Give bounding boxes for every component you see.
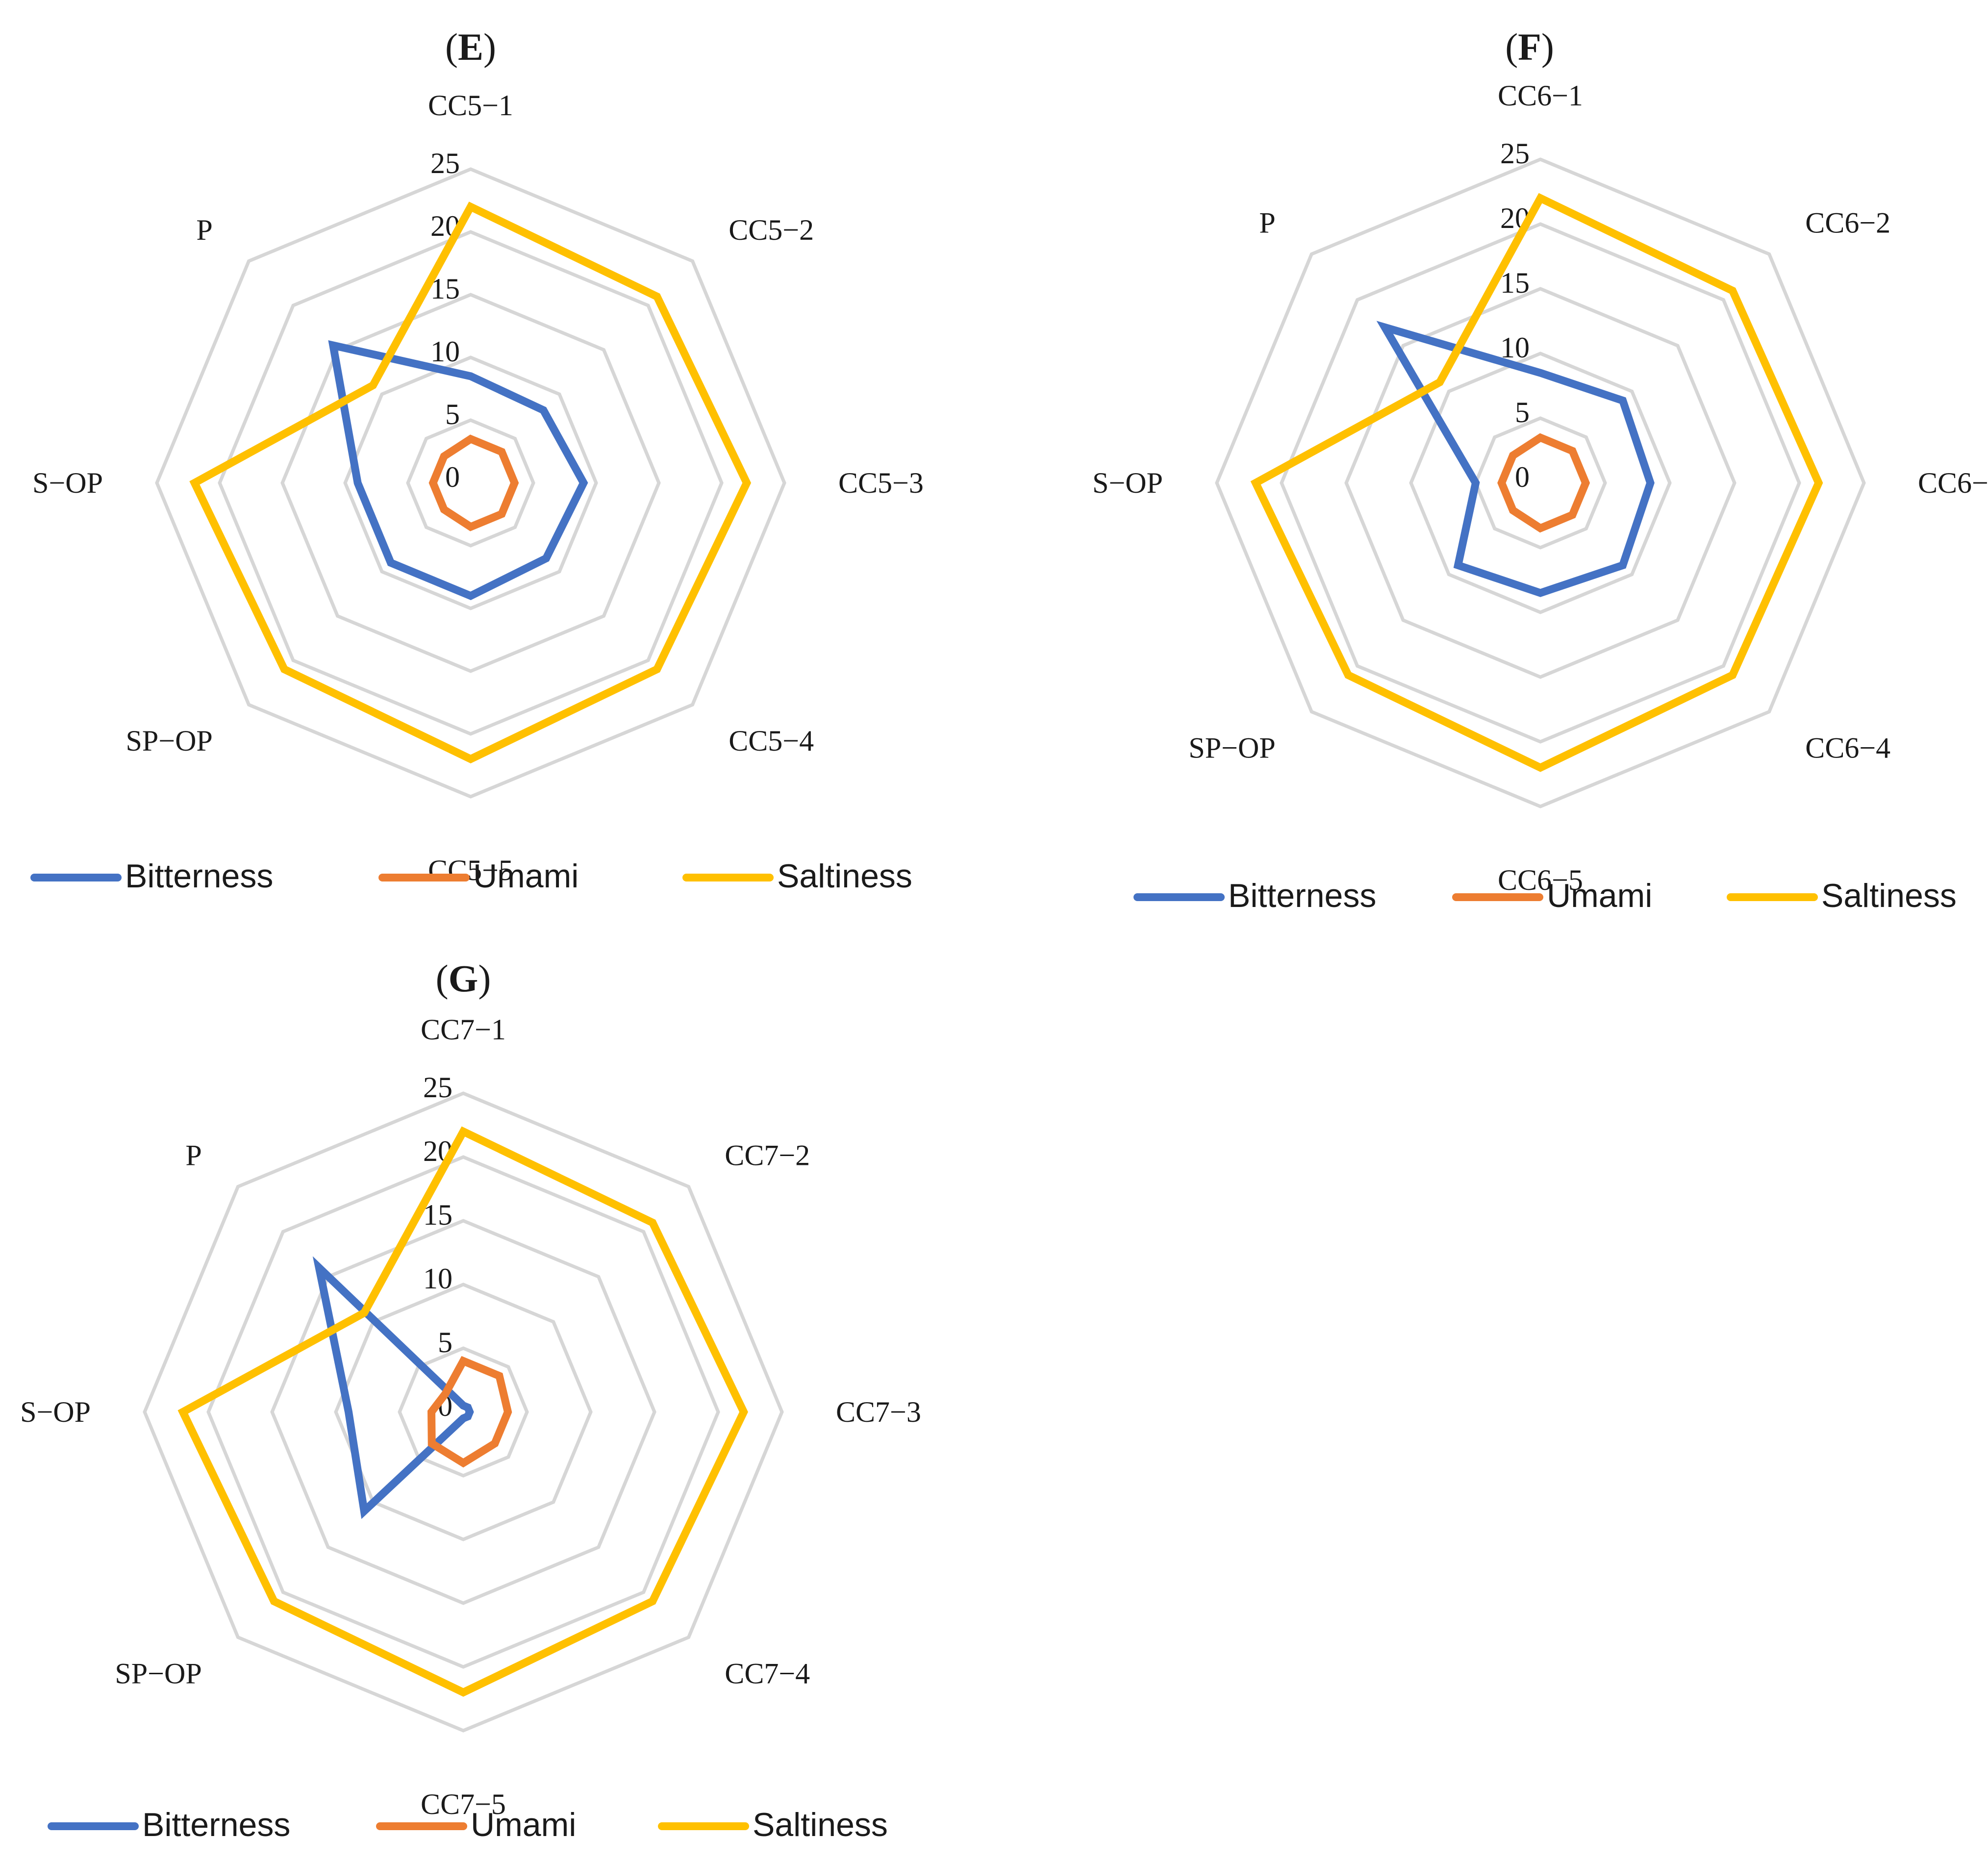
legend-label-bitterness-f: Bitterness <box>1228 877 1376 914</box>
series-lines-e <box>189 201 752 764</box>
category-label-7-e: P <box>196 214 212 246</box>
series-line-saltiness-e <box>189 201 752 764</box>
grid-ring-10-e <box>343 355 598 610</box>
radial-tick-label-25-e: 25 <box>430 147 460 179</box>
series-line-bitterness-g <box>312 1256 474 1519</box>
grid-ring-20-g <box>206 1155 720 1669</box>
legend-label-umami-f: Umami <box>1547 877 1652 914</box>
category-label-1-e: CC5−2 <box>729 214 814 246</box>
legend-label-saltiness-f: Saltiness <box>1821 877 1957 914</box>
panel-title-g: (G) <box>436 957 491 1000</box>
grid-ring-15-e <box>280 293 661 673</box>
category-label-4-f: CC6−5 <box>1498 864 1583 896</box>
category-label-2-g: CC7−3 <box>836 1396 921 1428</box>
grid-ring-20-f <box>1280 222 1801 744</box>
grid-ring-25-g <box>143 1091 784 1733</box>
legend-label-saltiness-e: Saltiness <box>777 857 912 895</box>
radial-tick-label-10-f: 10 <box>1500 331 1530 364</box>
category-label-3-e: CC5−4 <box>729 725 814 757</box>
category-label-5-g: SP−OP <box>115 1657 201 1689</box>
category-label-3-f: CC6−4 <box>1805 731 1890 764</box>
radial-tick-label-10-g: 10 <box>423 1262 453 1295</box>
panel-title-f: (F) <box>1505 25 1554 68</box>
series-lines-g <box>177 1126 748 1697</box>
legend-g: Bitterness Umami Saltiness <box>48 1806 888 1843</box>
grid-ring-15-g <box>270 1219 656 1605</box>
radial-tick-label-0-f: 0 <box>1515 461 1530 493</box>
category-label-1-f: CC6−2 <box>1805 207 1890 239</box>
grid-ring-10-g <box>334 1283 593 1541</box>
series-line-bitterness-f <box>1376 321 1655 597</box>
category-label-3-g: CC7−4 <box>725 1657 810 1689</box>
category-label-0-f: CC6−1 <box>1498 79 1583 112</box>
legend-label-bitterness-e: Bitterness <box>125 857 273 895</box>
panel-title-e: (E) <box>445 25 496 68</box>
category-label-2-e: CC5−3 <box>838 467 924 499</box>
category-label-0-e: CC5−1 <box>428 89 513 122</box>
grid-ring-5-f <box>1474 416 1607 550</box>
category-label-5-e: SP−OP <box>126 725 213 757</box>
radar-grid-g <box>143 1091 784 1733</box>
category-label-6-e: S−OP <box>32 467 103 499</box>
grid-ring-20-e <box>218 230 724 736</box>
grid-ring-5-g <box>398 1346 529 1478</box>
legend-label-umami-g: Umami <box>471 1806 576 1843</box>
grid-ring-25-e <box>155 167 786 799</box>
series-line-umami-e <box>428 434 519 531</box>
category-label-6-f: S−OP <box>1092 467 1163 499</box>
grid-ring-25-f <box>1215 157 1866 808</box>
series-line-bitterness-e <box>328 340 588 601</box>
series-lines-f <box>1250 193 1823 772</box>
grid-ring-10-f <box>1409 352 1672 614</box>
radial-tick-label-5-g: 5 <box>438 1326 453 1359</box>
radial-tick-label-10-e: 10 <box>430 335 460 368</box>
category-label-1-g: CC7−2 <box>725 1139 810 1172</box>
category-label-2-f: CC6−3 <box>1918 467 1988 499</box>
series-line-umami-g <box>427 1356 512 1468</box>
radar-grid-e <box>155 167 786 799</box>
category-label-7-f: P <box>1259 207 1275 239</box>
grid-ring-15-f <box>1344 287 1736 679</box>
category-label-6-g: S−OP <box>20 1396 91 1428</box>
series-line-saltiness-g <box>177 1126 748 1697</box>
legend-f: Bitterness Umami Saltiness <box>1133 877 1957 914</box>
legend-e: Bitterness Umami Saltiness <box>30 857 912 895</box>
legend-label-saltiness-g: Saltiness <box>753 1806 888 1843</box>
category-label-7-g: P <box>185 1139 201 1172</box>
series-line-umami-f <box>1497 433 1590 533</box>
radial-tick-label-25-f: 25 <box>1500 137 1530 170</box>
category-label-5-f: SP−OP <box>1188 731 1275 764</box>
radial-tick-label-25-g: 25 <box>423 1071 453 1104</box>
radial-tick-label-15-f: 15 <box>1500 267 1530 299</box>
radial-tick-label-0-e: 0 <box>445 461 460 493</box>
grid-ring-5-e <box>406 418 535 548</box>
category-label-0-g: CC7−1 <box>421 1013 506 1046</box>
radar-grid-f <box>1215 157 1866 808</box>
radial-tick-label-5-e: 5 <box>445 398 460 430</box>
series-line-saltiness-f <box>1250 193 1823 772</box>
legend-label-bitterness-g: Bitterness <box>142 1806 290 1843</box>
category-label-4-g: CC7−5 <box>421 1788 506 1820</box>
legend-label-umami-e: Umami <box>473 857 579 895</box>
radial-tick-label-5-f: 5 <box>1515 396 1530 428</box>
